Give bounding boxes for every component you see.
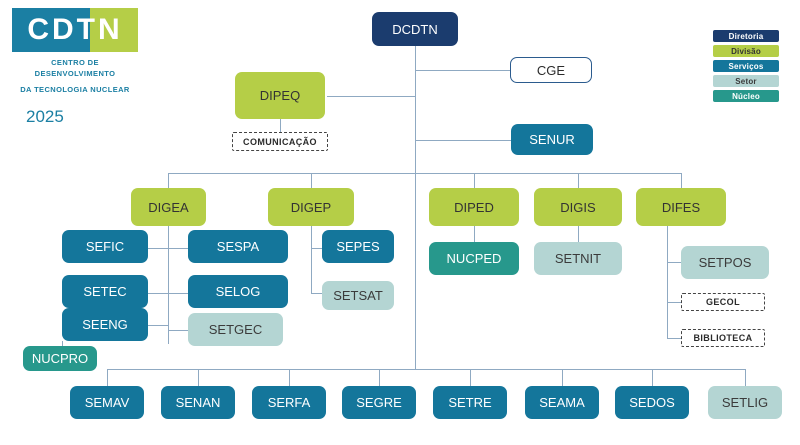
node-seama[interactable]: SEAMA: [525, 386, 599, 419]
connector-bus-to-semav: [107, 369, 108, 386]
node-digep[interactable]: DIGEP: [268, 188, 354, 226]
node-sefic[interactable]: SEFIC: [62, 230, 148, 263]
logo-subtitle-line1: CENTRO DE DESENVOLVIMENTO: [34, 58, 116, 78]
connector-bus-to-diped: [474, 173, 475, 188]
node-semav[interactable]: SEMAV: [70, 386, 144, 419]
node-serfa[interactable]: SERFA: [252, 386, 326, 419]
connector-digea-to-sefic: [148, 248, 168, 249]
logo-year: 2025: [26, 107, 64, 126]
connector-bus-to-senan: [198, 369, 199, 386]
connector-bottom-bus: [107, 369, 745, 370]
node-difes[interactable]: DIFES: [636, 188, 726, 226]
legend-label: Setor: [735, 76, 757, 86]
connector-bus-to-sedos: [652, 369, 653, 386]
logo-subtitle-line2: DA TECNOLOGIA NUCLEAR: [20, 85, 130, 94]
connector-bus-to-setlig: [745, 369, 746, 386]
connector-bus-to-digep: [311, 173, 312, 188]
logo-mark: CDTN: [12, 8, 138, 52]
connector-digep-to-setsat: [311, 293, 322, 294]
legend-item-divisao: Divisão: [713, 45, 779, 57]
node-sespa[interactable]: SESPA: [188, 230, 288, 263]
connector-digep-stem: [311, 226, 312, 293]
node-biblioteca[interactable]: BIBLIOTECA: [681, 329, 765, 347]
legend: Diretoria Divisão Serviços Setor Núcleo: [713, 30, 779, 105]
connector-difes-to-gecol: [667, 302, 681, 303]
connector-bus-to-digis: [578, 173, 579, 188]
legend-item-setor: Setor: [713, 75, 779, 87]
node-seeng[interactable]: SEENG: [62, 308, 148, 341]
node-sepes[interactable]: SEPES: [322, 230, 394, 263]
connector-bus-to-segre: [379, 369, 380, 386]
connector-digea-to-seeng: [148, 325, 168, 326]
node-setsat[interactable]: SETSAT: [322, 281, 394, 310]
node-selog[interactable]: SELOG: [188, 275, 288, 308]
connector-root-to-cge: [415, 70, 510, 71]
connector-difes-stem: [667, 226, 668, 338]
node-nucped[interactable]: NUCPED: [429, 242, 519, 275]
connector-digep-to-sepes: [311, 248, 322, 249]
connector-bus-to-serfa: [289, 369, 290, 386]
legend-label: Divisão: [731, 46, 761, 56]
node-segre[interactable]: SEGRE: [342, 386, 416, 419]
node-setpos[interactable]: SETPOS: [681, 246, 769, 279]
node-digis[interactable]: DIGIS: [534, 188, 622, 226]
connector-digis-to-setnit: [578, 226, 579, 242]
connector-bus-to-setre: [470, 369, 471, 386]
node-senur[interactable]: SENUR: [511, 124, 593, 155]
logo-blue-block: [12, 8, 104, 52]
connector-bus-to-digea: [168, 173, 169, 188]
connector-root-to-senur: [415, 140, 511, 141]
legend-label: Núcleo: [732, 91, 760, 101]
connector-root-to-dipeq: [327, 96, 416, 97]
node-diped[interactable]: DIPED: [429, 188, 519, 226]
node-setnit[interactable]: SETNIT: [534, 242, 622, 275]
node-cge[interactable]: CGE: [510, 57, 592, 83]
connector-difes-to-setpos: [667, 262, 681, 263]
legend-label: Serviços: [728, 61, 764, 71]
legend-label: Diretoria: [728, 31, 764, 41]
connector-division-bus: [168, 173, 682, 174]
node-setre[interactable]: SETRE: [433, 386, 507, 419]
connector-difes-to-biblioteca: [667, 338, 681, 339]
node-digea[interactable]: DIGEA: [131, 188, 206, 226]
connector-trunk-main: [415, 46, 416, 369]
connector-digea-to-setgec: [168, 330, 188, 331]
connector-digea-to-setec: [148, 293, 168, 294]
node-setgec[interactable]: SETGEC: [188, 313, 283, 346]
node-dcdtn[interactable]: DCDTN: [372, 12, 458, 46]
connector-diped-to-nucped: [474, 226, 475, 242]
node-senan[interactable]: SENAN: [161, 386, 235, 419]
legend-item-nucleo: Núcleo: [713, 90, 779, 102]
connector-digea-stem: [168, 226, 169, 344]
connector-digea-to-selog: [168, 293, 188, 294]
legend-item-servicos: Serviços: [713, 60, 779, 72]
node-sedos[interactable]: SEDOS: [615, 386, 689, 419]
logo-green-block: [90, 8, 138, 52]
node-gecol[interactable]: GECOL: [681, 293, 765, 311]
node-comunicacao[interactable]: COMUNICAÇÃO: [232, 132, 328, 151]
legend-item-diretoria: Diretoria: [713, 30, 779, 42]
connector-bus-to-seama: [562, 369, 563, 386]
node-dipeq[interactable]: DIPEQ: [235, 72, 325, 119]
logo-letters: CDTN: [27, 13, 123, 46]
connector-dipeq-to-comunicacao: [280, 119, 281, 133]
node-nucpro[interactable]: NUCPRO: [23, 346, 97, 371]
cdtn-logo: CDTN CENTRO DE DESENVOLVIMENTO DA TECNOL…: [12, 8, 202, 127]
connector-digea-to-sespa: [168, 248, 188, 249]
node-setec[interactable]: SETEC: [62, 275, 148, 308]
connector-bus-to-difes: [681, 173, 682, 188]
node-setlig[interactable]: SETLIG: [708, 386, 782, 419]
